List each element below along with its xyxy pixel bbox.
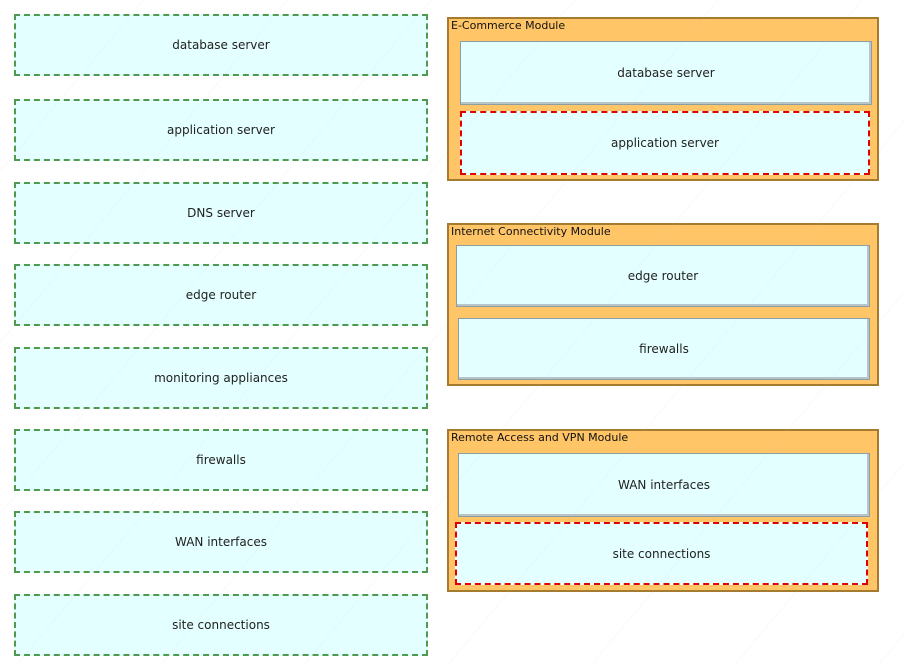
drag-item-label: edge router	[185, 288, 257, 302]
drag-item-label: monitoring appliances	[154, 371, 288, 385]
module-remote-access-vpn: Remote Access and VPN Module WAN interfa…	[447, 429, 879, 592]
drop-slot-edge-router[interactable]: edge router	[456, 245, 870, 307]
drag-item-application-server[interactable]: application server	[14, 99, 428, 161]
drag-item-label: site connections	[172, 618, 270, 632]
drag-item-label: firewalls	[196, 453, 246, 467]
drag-item-wan-interfaces[interactable]: WAN interfaces	[14, 511, 428, 573]
slot-label: database server	[617, 66, 715, 80]
drop-slot-application-server[interactable]: application server	[460, 111, 870, 175]
drag-item-database-server[interactable]: database server	[14, 14, 428, 76]
drop-slot-wan-interfaces[interactable]: WAN interfaces	[458, 453, 870, 517]
module-title: Internet Connectivity Module	[451, 225, 611, 238]
drag-item-label: application server	[167, 123, 275, 137]
slot-label: application server	[611, 136, 719, 150]
module-internet-connectivity: Internet Connectivity Module edge router…	[447, 223, 879, 386]
drag-item-firewalls[interactable]: firewalls	[14, 429, 428, 491]
slot-label: edge router	[627, 269, 699, 283]
module-title: Remote Access and VPN Module	[451, 431, 629, 444]
slot-label: WAN interfaces	[618, 478, 710, 492]
drag-item-label: WAN interfaces	[175, 535, 267, 549]
module-title: E-Commerce Module	[451, 19, 566, 32]
slot-label: site connections	[612, 546, 711, 561]
drop-slot-database-server[interactable]: database server	[460, 41, 872, 105]
drag-item-edge-router[interactable]: edge router	[14, 264, 428, 326]
slot-label: firewalls	[639, 342, 689, 356]
module-e-commerce: E-Commerce Module database server applic…	[447, 17, 879, 181]
drop-slot-site-connections[interactable]: site connections	[455, 522, 868, 585]
drag-item-dns-server[interactable]: DNS server	[14, 182, 428, 244]
drag-item-monitoring-appliances[interactable]: monitoring appliances	[14, 347, 428, 409]
drag-item-site-connections[interactable]: site connections	[14, 594, 428, 656]
drop-slot-firewalls[interactable]: firewalls	[458, 318, 870, 380]
drag-item-label: database server	[172, 38, 270, 52]
drag-item-label: DNS server	[187, 206, 255, 220]
